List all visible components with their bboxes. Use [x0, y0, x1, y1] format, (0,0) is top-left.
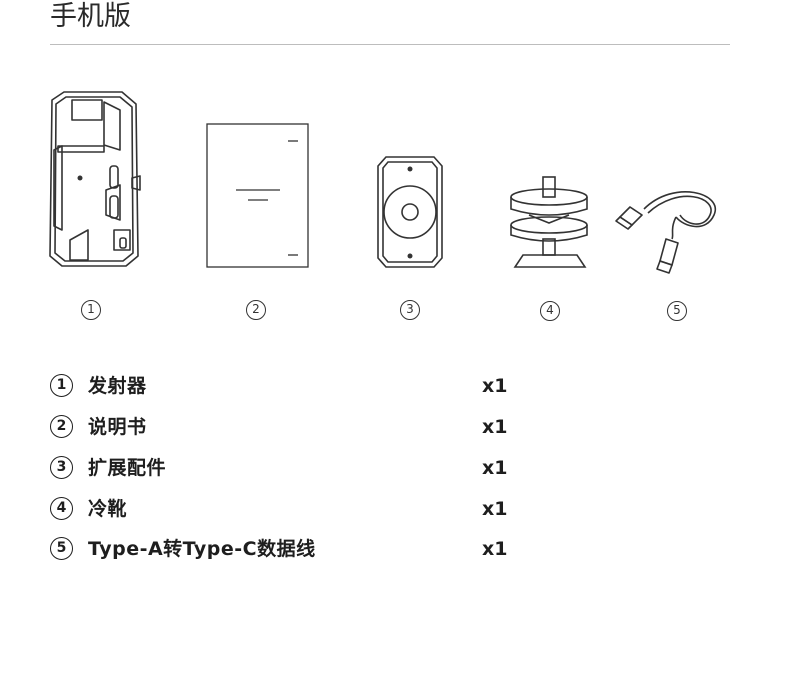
list-item: 1 发射器 x1	[50, 373, 570, 399]
list-item-quantity: x1	[482, 498, 508, 520]
usb-cable-icon	[614, 185, 724, 275]
list-item-quantity: x1	[482, 375, 508, 397]
list-item-name: Type-A转Type-C数据线	[88, 538, 316, 560]
list-item-number: 5	[50, 537, 73, 560]
transmitter-icon	[44, 90, 144, 270]
list-item-number: 2	[50, 415, 73, 438]
list-item-quantity: x1	[482, 538, 508, 560]
list-item-name: 说明书	[88, 416, 147, 438]
list-item-name: 发射器	[88, 375, 147, 397]
list-item-quantity: x1	[482, 457, 508, 479]
cold-shoe-icon	[505, 175, 595, 271]
list-item-number: 3	[50, 456, 73, 479]
item-number-5: 5	[667, 301, 687, 321]
item-number-1: 1	[81, 300, 101, 320]
page-title: 手机版	[50, 1, 131, 32]
list-item: 3 扩展配件 x1	[50, 455, 570, 481]
item-number-3: 3	[400, 300, 420, 320]
list-item-number: 1	[50, 374, 73, 397]
item-number-4: 4	[540, 301, 560, 321]
manual-icon	[206, 123, 310, 269]
list-item-quantity: x1	[482, 416, 508, 438]
item-number-2: 2	[246, 300, 266, 320]
expansion-mount-icon	[376, 156, 444, 268]
list-item: 2 说明书 x1	[50, 414, 570, 440]
list-item-name: 冷靴	[88, 498, 128, 520]
list-item: 5 Type-A转Type-C数据线 x1	[50, 536, 570, 562]
title-divider	[50, 44, 730, 45]
list-item-name: 扩展配件	[88, 457, 167, 479]
list-item: 4 冷靴 x1	[50, 496, 570, 522]
list-item-number: 4	[50, 497, 73, 520]
